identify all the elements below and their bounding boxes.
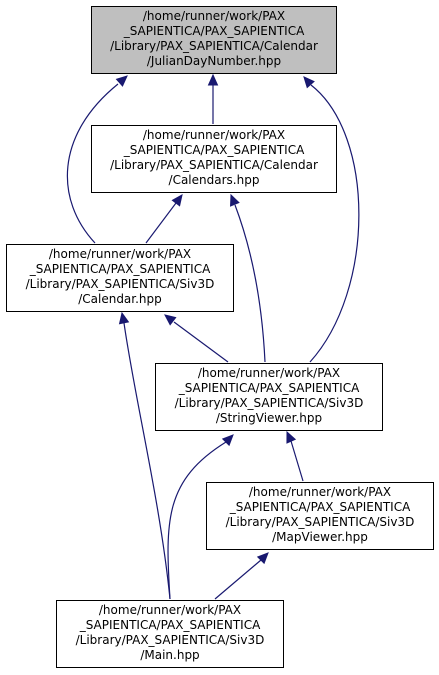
node-label-line: _SAPIENTICA/PAX_SAPIENTICA [29,262,211,276]
node-label-line: /home/runner/work/PAX [98,603,242,617]
node-label-line: /MapViewer.hpp [272,530,368,544]
arrowhead-cal-to-cals [171,194,183,207]
arrowhead-cals-to-root [207,73,219,86]
edge-main-to-sv [167,441,227,600]
node-map-viewer-hpp[interactable]: /home/runner/work/PAX _SAPIENTICA/PAX_SA… [206,482,434,550]
node-label-line: /home/runner/work/PAX [248,485,392,499]
node-label-line: /home/runner/work/PAX [142,9,286,23]
edge-main-to-mv [214,559,262,600]
node-label-line: /home/runner/work/PAX [142,128,286,142]
arrowhead-cal-to-root [115,75,128,87]
node-label-line: /Calendar.hpp [78,292,162,306]
node-label-line: /Library/PAX_SAPIENTICA/Siv3D [225,515,415,529]
node-label-line: /home/runner/work/PAX [48,247,192,261]
node-label-line: /JulianDayNumber.hpp [146,54,282,68]
node-label-line: /StringViewer.hpp [215,411,323,425]
node-calendar-hpp[interactable]: /home/runner/work/PAX _SAPIENTICA/PAX_SA… [6,244,234,312]
edge-sv-to-root [309,84,360,363]
arrowhead-mv-to-sv [286,430,297,444]
node-label-line: _SAPIENTICA/PAX_SAPIENTICA [123,143,305,157]
node-label-line: _SAPIENTICA/PAX_SAPIENTICA [123,24,305,38]
arrowhead-sv-to-root [303,76,315,89]
node-label-line: /Library/PAX_SAPIENTICA/Calendar [110,39,318,53]
node-main-hpp[interactable]: /home/runner/work/PAX _SAPIENTICA/PAX_SA… [56,600,284,668]
arrowhead-main-to-sv [221,434,234,447]
arrowhead-sv-to-cal [164,314,177,326]
node-label-line: /home/runner/work/PAX [197,366,341,380]
edge-sv-to-cals [234,204,266,363]
node-julian-day-number-hpp[interactable]: /home/runner/work/PAX _SAPIENTICA/PAX_SA… [91,6,337,74]
node-label-line: /Main.hpp [140,648,200,662]
node-label-line: _SAPIENTICA/PAX_SAPIENTICA [79,618,261,632]
node-label-line: /Library/PAX_SAPIENTICA/Siv3D [75,633,265,647]
edge-cal-to-cals [145,202,177,244]
node-label-line: _SAPIENTICA/PAX_SAPIENTICA [178,381,360,395]
node-string-viewer-hpp[interactable]: /home/runner/work/PAX _SAPIENTICA/PAX_SA… [155,363,383,431]
arrowhead-main-to-cal [118,311,130,325]
edge-main-to-cal [123,322,171,600]
node-label-line: /Calendars.hpp [168,173,260,187]
edge-mv-to-sv [290,440,304,482]
node-label-line: _SAPIENTICA/PAX_SAPIENTICA [229,500,411,514]
edge-cal-to-root [66,83,119,244]
arrowhead-sv-to-cals [230,193,240,207]
node-calendars-hpp[interactable]: /home/runner/work/PAX _SAPIENTICA/PAX_SA… [91,125,337,193]
node-label-line: /Library/PAX_SAPIENTICA/Siv3D [174,396,364,410]
edge-sv-to-cal [173,321,229,363]
arrowhead-main-to-mv [256,552,269,565]
node-label-line: /Library/PAX_SAPIENTICA/Siv3D [25,277,215,291]
node-label-line: /Library/PAX_SAPIENTICA/Calendar [110,158,318,172]
